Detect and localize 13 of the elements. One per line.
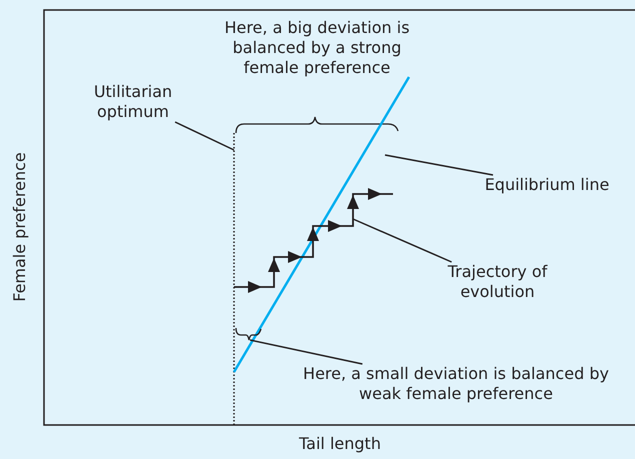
callout-text: Equilibrium line — [484, 175, 610, 195]
callout-text: Utilitarian optimum — [92, 82, 174, 122]
axis-title: Tail length — [298, 434, 382, 454]
leader-line — [384, 154, 494, 176]
leader-line — [250, 339, 363, 365]
axis-title: Female preference — [10, 151, 30, 304]
callout-text: Here, a small deviation is balanced by weak female preference — [302, 364, 610, 404]
leader-line — [174, 121, 234, 151]
trajectory-staircase — [234, 188, 393, 293]
optimum-dotted-line — [233, 133, 235, 425]
leader-line — [352, 218, 452, 263]
callout-text: Trajectory of evolution — [446, 262, 548, 302]
annotation-text: Here, a big deviation is balanced by a strong female preference — [223, 18, 411, 78]
